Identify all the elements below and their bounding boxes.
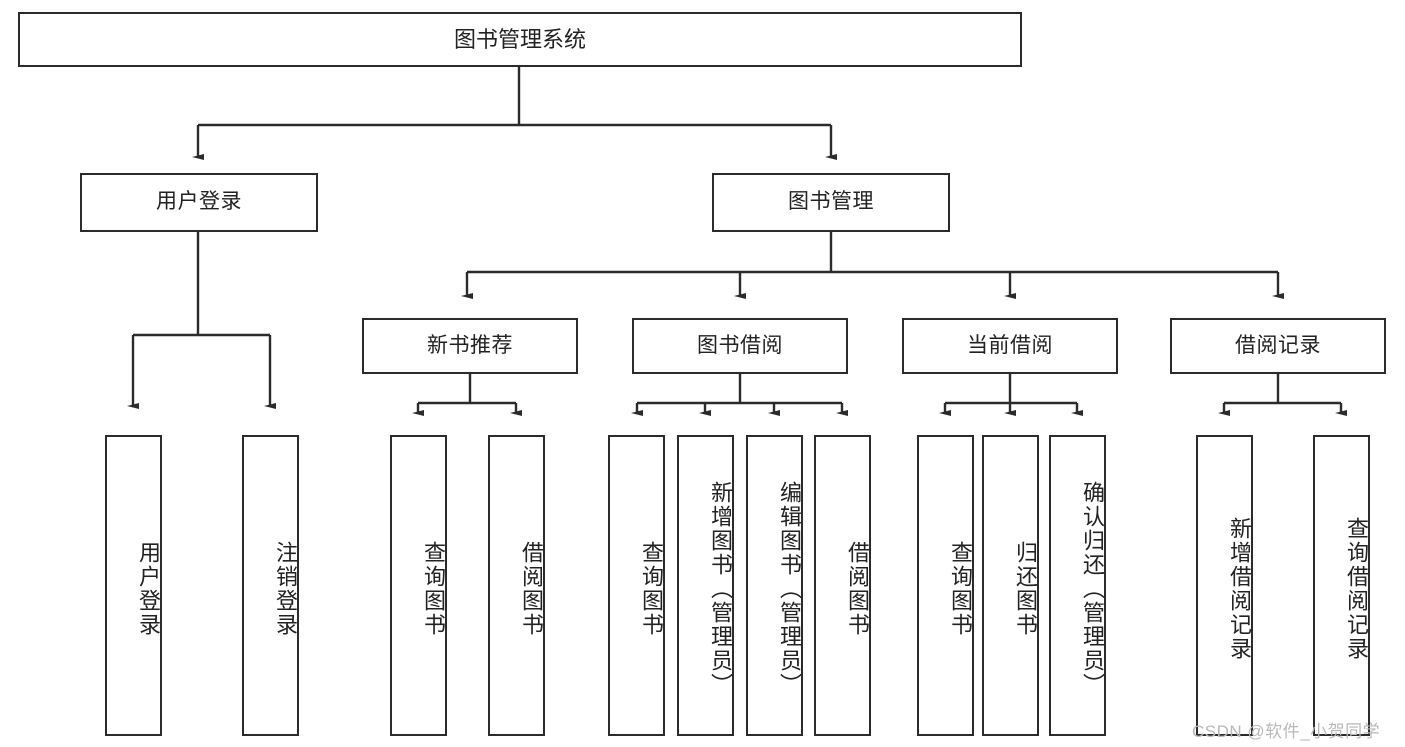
csdn-watermark: CSDN @软件_小贺同学 — [1192, 717, 1380, 742]
leaf-new-book-borrow[interactable]: 借阅图书 — [488, 435, 545, 736]
leaf-book-borrow-edit-label: 编辑图书（管理员） — [777, 480, 802, 697]
node-user-login[interactable]: 用户登录 — [80, 173, 318, 232]
node-current-borrow-label: 当前借阅 — [967, 333, 1053, 357]
leaf-borrow-record-query-label: 查询借阅记录 — [1344, 516, 1369, 661]
leaf-borrow-record-add-label: 新增借阅记录 — [1227, 516, 1252, 661]
node-borrow-record-label: 借阅记录 — [1235, 333, 1321, 357]
leaf-user-login-signin-label: 用户登录 — [136, 540, 161, 637]
node-book-management-label: 图书管理 — [788, 190, 874, 214]
node-book-borrow[interactable]: 图书借阅 — [632, 318, 848, 374]
node-user-login-label: 用户登录 — [156, 190, 242, 214]
node-book-management[interactable]: 图书管理 — [712, 173, 950, 232]
csdn-watermark-label: CSDN @软件_小贺同学 — [1192, 722, 1381, 741]
leaf-current-borrow-confirm-return-label: 确认归还（管理员） — [1080, 480, 1105, 697]
leaf-book-borrow-add[interactable]: 新增图书（管理员） — [677, 435, 734, 736]
leaf-new-book-query[interactable]: 查询图书 — [390, 435, 447, 736]
leaf-user-login-signin[interactable]: 用户登录 — [105, 435, 162, 736]
leaf-new-book-borrow-label: 借阅图书 — [519, 540, 544, 637]
leaf-new-book-query-label: 查询图书 — [421, 540, 446, 637]
node-new-book-recommend[interactable]: 新书推荐 — [362, 318, 578, 374]
leaf-book-borrow-lend-label: 借阅图书 — [845, 540, 870, 637]
leaf-borrow-record-query[interactable]: 查询借阅记录 — [1313, 435, 1370, 736]
leaf-book-borrow-query-label: 查询图书 — [639, 540, 664, 637]
leaf-user-login-signout-label: 注销登录 — [273, 540, 298, 637]
leaf-book-borrow-add-label: 新增图书（管理员） — [708, 480, 733, 697]
node-current-borrow[interactable]: 当前借阅 — [902, 318, 1118, 374]
leaf-current-borrow-query-label: 查询图书 — [948, 540, 973, 637]
leaf-book-borrow-query[interactable]: 查询图书 — [608, 435, 665, 736]
leaf-borrow-record-add[interactable]: 新增借阅记录 — [1196, 435, 1253, 736]
leaf-current-borrow-return[interactable]: 归还图书 — [982, 435, 1039, 736]
leaf-current-borrow-return-label: 归还图书 — [1013, 540, 1038, 637]
node-book-borrow-label: 图书借阅 — [697, 333, 783, 357]
leaf-book-borrow-lend[interactable]: 借阅图书 — [814, 435, 871, 736]
leaf-current-borrow-query[interactable]: 查询图书 — [917, 435, 974, 736]
leaf-current-borrow-confirm-return[interactable]: 确认归还（管理员） — [1049, 435, 1106, 736]
node-new-book-recommend-label: 新书推荐 — [427, 333, 513, 357]
leaf-user-login-signout[interactable]: 注销登录 — [242, 435, 299, 736]
leaf-book-borrow-edit[interactable]: 编辑图书（管理员） — [746, 435, 803, 736]
node-borrow-record[interactable]: 借阅记录 — [1170, 318, 1386, 374]
node-root-system[interactable]: 图书管理系统 — [18, 12, 1022, 67]
node-root-system-label: 图书管理系统 — [453, 26, 586, 52]
